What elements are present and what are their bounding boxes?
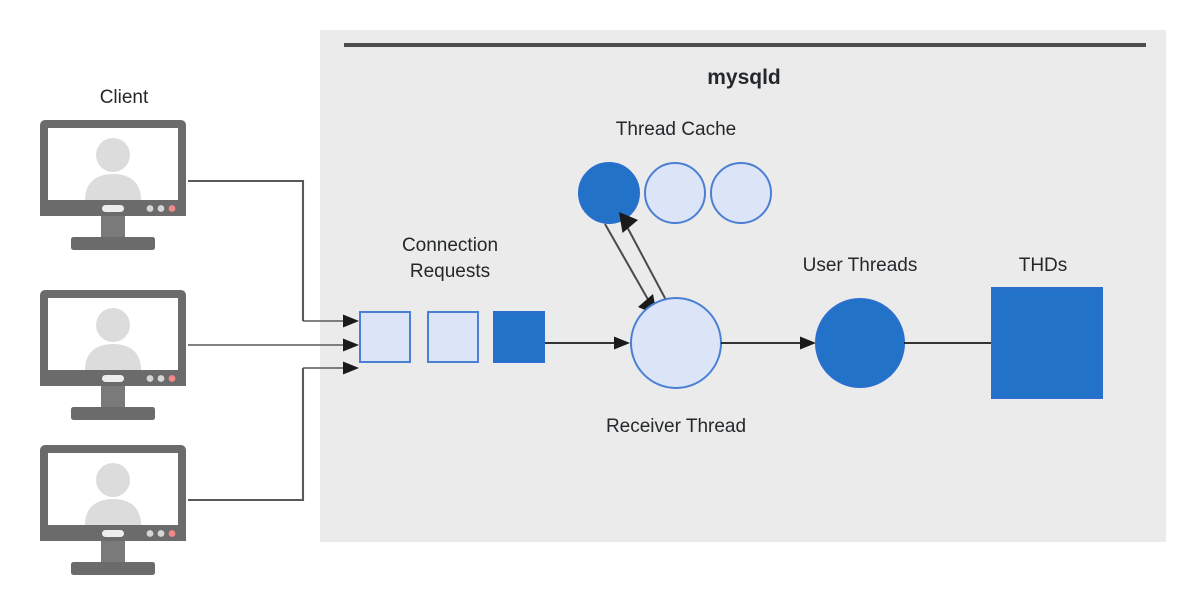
receiver-thread-node[interactable]	[630, 297, 722, 389]
requests-to-receiver-arrowhead	[614, 336, 630, 350]
client-monitor-1	[40, 120, 186, 250]
thread-cache-group: Thread Cache	[578, 119, 772, 224]
thds-label: THDs	[1019, 255, 1068, 276]
mysqld-panel-background	[320, 30, 1166, 542]
connection-requests-group: Connection Requests	[359, 235, 545, 363]
receiver-to-user-threads-arrowhead	[800, 336, 816, 350]
client-connectors	[188, 179, 352, 502]
connection-requests-label-line2: Requests	[410, 261, 490, 282]
arrow-into-requests-2	[343, 338, 359, 352]
client-1-connector-line	[188, 179, 305, 321]
receiver-thread-label: Receiver Thread	[606, 416, 746, 437]
thds-group: THDs	[991, 255, 1103, 399]
connection-request-slot-2[interactable]	[427, 311, 479, 363]
arrow-into-requests-1	[343, 314, 359, 328]
client-3-connector-line	[188, 368, 305, 502]
requests-to-receiver-connector	[545, 336, 630, 350]
thds-node[interactable]	[991, 287, 1103, 399]
connection-request-slot-1[interactable]	[359, 311, 411, 363]
arrow-into-requests-3	[343, 361, 359, 375]
receiver-to-cache-line	[624, 222, 667, 301]
client-monitor-2	[40, 290, 186, 420]
connection-requests-label-line1: Connection	[402, 235, 498, 256]
thread-cache-slot-1[interactable]	[578, 162, 640, 224]
thread-cache-slot-3[interactable]	[710, 162, 772, 224]
client-group: Client	[40, 87, 186, 575]
user-threads-node[interactable]	[815, 298, 905, 388]
mysqld-title: mysqld	[707, 66, 781, 89]
client-connector-arrowheads	[343, 314, 359, 375]
receiver-to-user-threads-connector	[721, 336, 816, 350]
thread-cache-label: Thread Cache	[616, 119, 736, 140]
thread-cache-slot-2[interactable]	[644, 162, 706, 224]
user-threads-label: User Threads	[803, 255, 918, 276]
client-monitor-3	[40, 445, 186, 575]
user-threads-group: User Threads	[803, 255, 918, 388]
receiver-thread-group: Receiver Thread	[606, 297, 746, 437]
mysqld-panel: mysqld	[320, 30, 1166, 542]
client-label: Client	[100, 87, 149, 108]
cache-to-receiver-line	[604, 223, 651, 304]
receiver-to-cache-arrowhead	[619, 212, 638, 233]
cache-receiver-connectors	[604, 222, 667, 304]
connection-request-slot-3[interactable]	[493, 311, 545, 363]
